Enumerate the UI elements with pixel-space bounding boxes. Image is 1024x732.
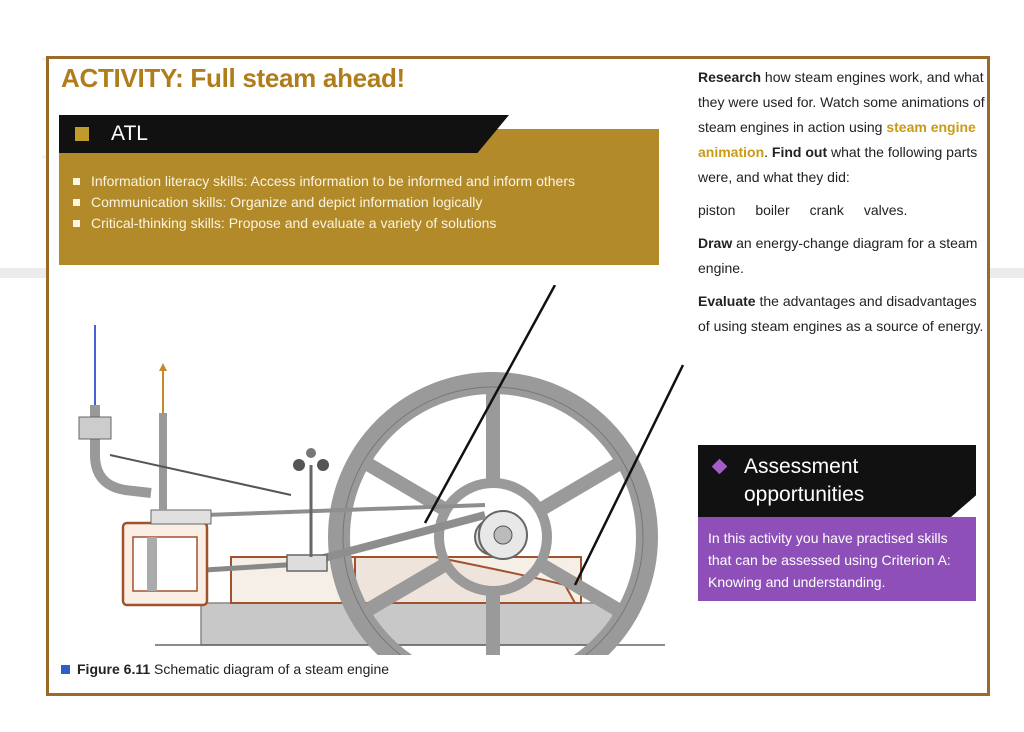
draw-verb: Draw — [698, 235, 733, 251]
findout-verb: Find out — [771, 144, 828, 160]
assessment-box: Assessment opportunities In this activit… — [698, 445, 976, 601]
diamond-icon — [711, 458, 728, 475]
assessment-title: Assessment opportunities — [744, 455, 865, 506]
cylinder — [121, 509, 212, 607]
label-pointer-line — [573, 364, 685, 586]
valve-rod — [204, 503, 486, 517]
figure-caption-text: Schematic diagram of a steam engine — [154, 661, 390, 677]
evaluate-verb: Evaluate — [698, 293, 756, 309]
atl-header: ATL — [59, 115, 509, 153]
evaluate-text: the advantages and disadvantages of usin… — [698, 293, 984, 334]
engine-base — [200, 602, 614, 646]
atl-skill-item: Critical-thinking skills: Propose and ev… — [71, 213, 653, 234]
governor — [293, 448, 329, 557]
activity-panel: ACTIVITY: Full steam ahead! Information … — [46, 56, 990, 696]
steam-inlet-pipe — [90, 405, 152, 498]
task-instructions: Research how steam engines work, and wha… — [698, 65, 988, 347]
engine-parts-list: piston boiler crank valves. — [698, 198, 988, 223]
steam-engine-diagram — [78, 285, 685, 655]
research-verb: Research — [698, 69, 762, 85]
governor-linkage — [109, 454, 292, 496]
part-crank: crank — [809, 202, 844, 218]
steam-engine-animation-link[interactable]: steam engine animation — [698, 119, 976, 160]
research-text-end: . — [764, 144, 772, 160]
figure-number: Figure 6.11 — [77, 661, 151, 677]
square-bullet-icon — [61, 665, 70, 674]
part-valves: valves. — [863, 202, 908, 218]
atl-label: ATL — [111, 122, 148, 145]
research-text: how steam engines work, and what they we… — [698, 69, 985, 135]
connecting-rod — [303, 511, 487, 567]
evaluate-paragraph: Evaluate the advantages and disadvantage… — [698, 289, 988, 339]
draw-text: an energy-change diagram for a steam eng… — [698, 235, 978, 276]
draw-paragraph: Draw an energy-change diagram for a stea… — [698, 231, 988, 281]
figure-caption: Figure 6.11 Schematic diagram of a steam… — [61, 661, 389, 677]
atl-skill-item: Communication skills: Organize and depic… — [71, 192, 653, 213]
assessment-body: In this activity you have practised skil… — [698, 517, 976, 601]
square-bullet-icon — [75, 127, 89, 141]
part-piston: piston — [698, 202, 736, 218]
assessment-header: Assessment opportunities — [698, 445, 976, 517]
research-paragraph: Research how steam engines work, and wha… — [698, 65, 988, 190]
label-pointer-line — [423, 285, 557, 524]
crosshead — [286, 554, 328, 572]
activity-title: ACTIVITY: Full steam ahead! — [61, 63, 405, 93]
findout-text: what the following parts were, and what … — [698, 144, 978, 185]
atl-skill-list: Information literacy skills: Access info… — [71, 171, 653, 234]
part-boiler: boiler — [755, 202, 790, 218]
atl-skill-item: Information literacy skills: Access info… — [71, 171, 653, 192]
